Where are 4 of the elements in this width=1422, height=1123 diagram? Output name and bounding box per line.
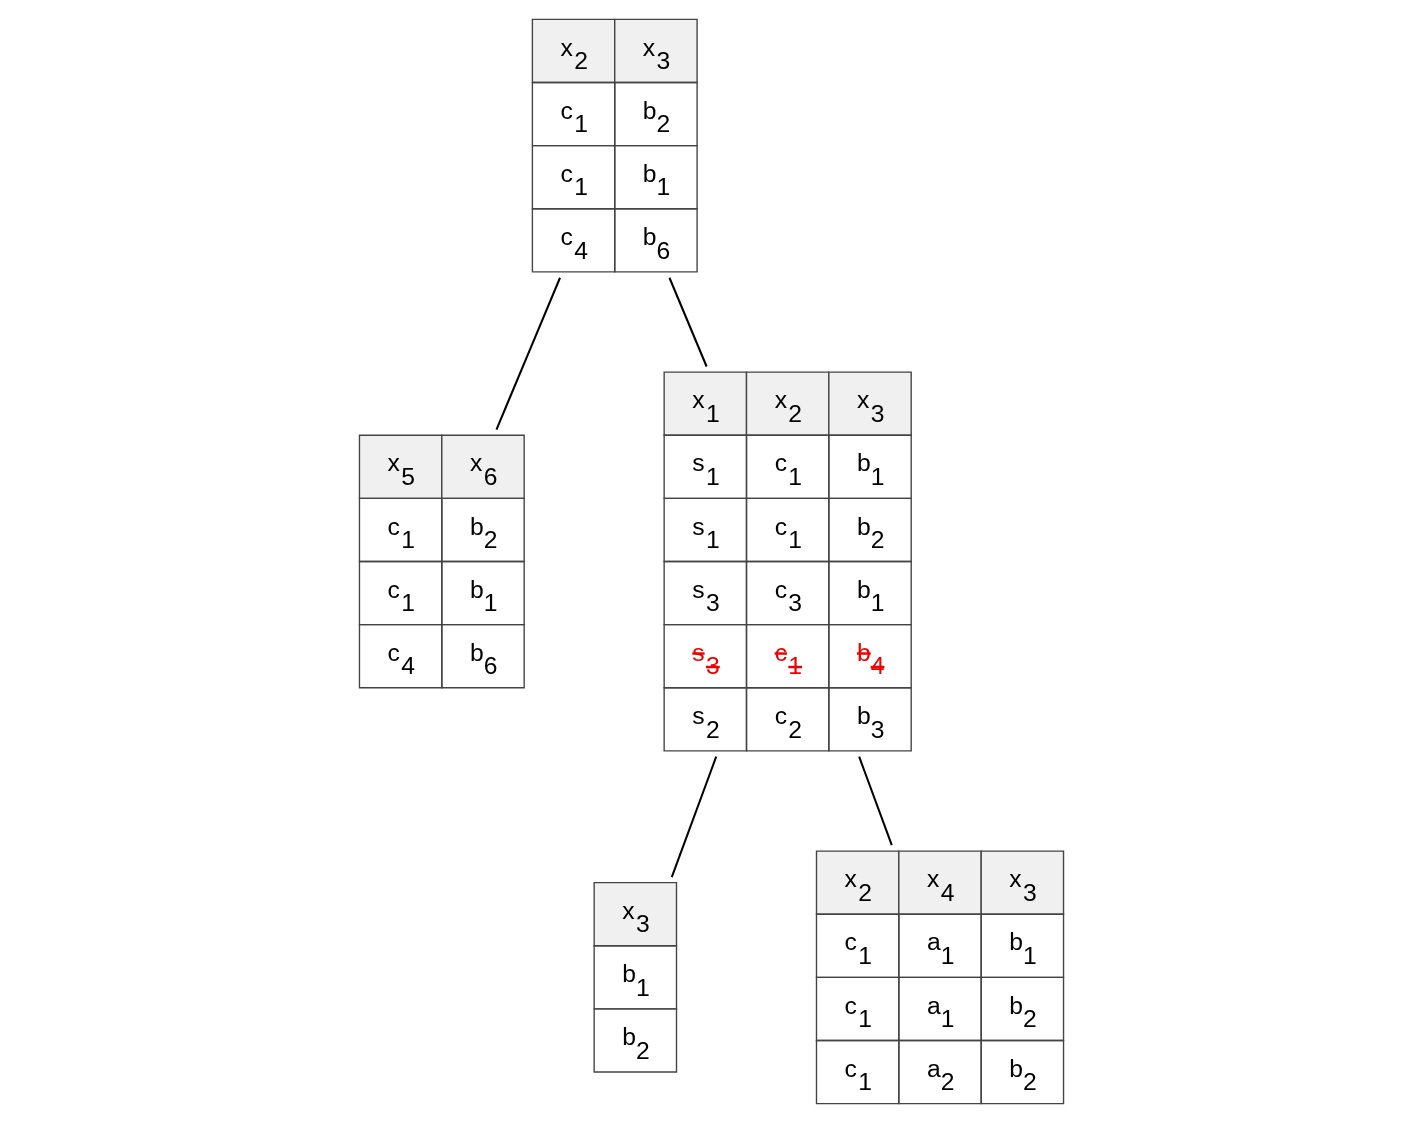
connector	[495, 277, 561, 430]
connector	[670, 756, 717, 878]
connector	[857, 756, 893, 846]
connector	[668, 277, 708, 367]
